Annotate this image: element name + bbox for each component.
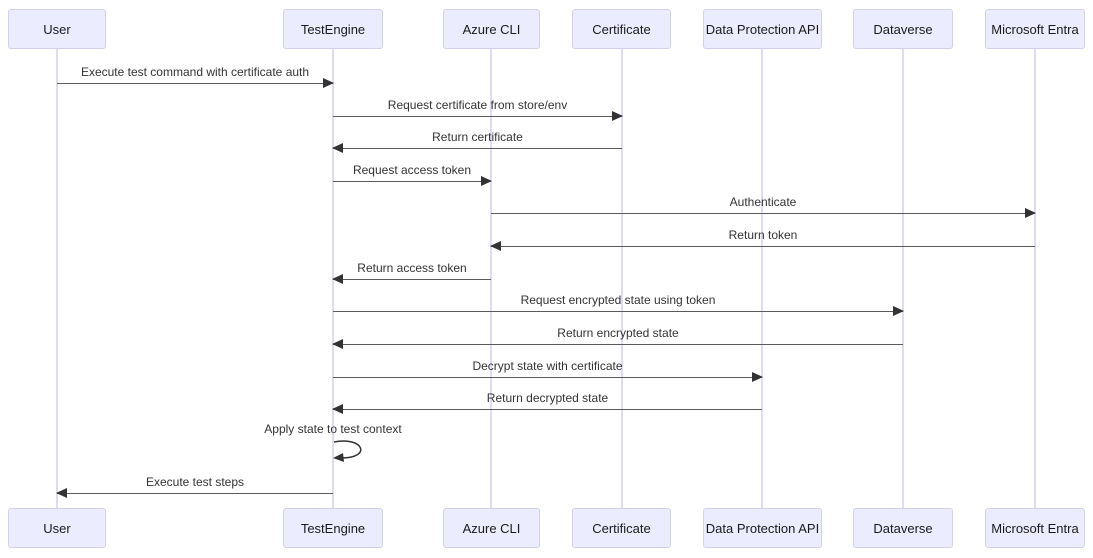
message-label: Return token [728, 228, 798, 242]
actor-label: TestEngine [300, 21, 366, 37]
arrow-line [491, 212, 1035, 214]
arrow-line [333, 147, 622, 149]
actor-label: Certificate [592, 520, 651, 536]
arrowhead-left-icon [490, 241, 501, 251]
arrow-line [333, 115, 622, 117]
actor-top-azure-cli: Azure CLI [443, 9, 540, 49]
actor-label: User [43, 520, 71, 536]
message-return-encrypted-state: Return encrypted state [332, 322, 903, 349]
arrowhead-left-icon [56, 488, 67, 498]
actor-bottom-user: User [8, 508, 106, 548]
arrow-line [333, 180, 491, 182]
arrow-line [333, 343, 903, 345]
arrowhead-right-icon [481, 176, 492, 186]
actor-label: Microsoft Entra [991, 21, 1079, 37]
lifeline-data-protection-api [761, 49, 763, 509]
arrowhead-right-icon [323, 78, 334, 88]
arrow-line [333, 278, 491, 280]
actor-label: Azure CLI [462, 520, 521, 536]
message-label: Return encrypted state [557, 326, 679, 340]
self-loop-arrow-icon [333, 440, 362, 462]
actor-top-microsoft-entra: Microsoft Entra [985, 9, 1085, 49]
message-label: Request encrypted state using token [520, 293, 716, 307]
message-label: Request access token [352, 163, 472, 177]
actor-label: Data Protection API [705, 21, 820, 37]
actor-bottom-dataverse: Dataverse [853, 508, 953, 548]
arrow-line [491, 245, 1035, 247]
arrow-line [57, 492, 333, 494]
message-label: Return decrypted state [486, 391, 609, 405]
message-label: Request certificate from store/env [387, 98, 568, 112]
arrowhead-left-icon [332, 143, 343, 153]
arrowhead-left-icon [332, 404, 343, 414]
arrowhead-left-icon [332, 339, 343, 349]
actor-label: Dataverse [873, 520, 933, 536]
actor-label: Certificate [592, 21, 651, 37]
actor-bottom-certificate: Certificate [572, 508, 671, 548]
message-return-token: Return token [490, 224, 1035, 251]
message-request-certificate: Request certificate from store/env [333, 94, 623, 121]
message-label: Return access token [357, 261, 467, 275]
arrow-line [333, 376, 762, 378]
actor-label: User [43, 21, 71, 37]
actor-top-testengine: TestEngine [283, 9, 383, 49]
actor-top-data-protection-api: Data Protection API [703, 9, 822, 49]
message-label: Execute test command with certificate au… [80, 65, 310, 79]
message-label: Authenticate [729, 195, 797, 209]
message-return-certificate: Return certificate [332, 126, 622, 153]
actor-bottom-data-protection-api: Data Protection API [703, 508, 822, 548]
arrow-line [333, 408, 762, 410]
message-return-decrypted-state: Return decrypted state [332, 387, 762, 414]
message-request-access-token: Request access token [333, 159, 492, 186]
message-label: Execute test steps [145, 475, 245, 489]
lifeline-certificate [621, 49, 623, 509]
message-label: Decrypt state with certificate [472, 359, 623, 373]
arrow-line [333, 310, 903, 312]
actor-label: Data Protection API [705, 520, 820, 536]
actor-bottom-microsoft-entra: Microsoft Entra [985, 508, 1085, 548]
arrow-line [57, 82, 333, 84]
actor-label: TestEngine [300, 520, 366, 536]
lifeline-dataverse [902, 49, 904, 509]
arrowhead-right-icon [1025, 208, 1036, 218]
actor-label: Microsoft Entra [991, 520, 1079, 536]
actor-bottom-testengine: TestEngine [283, 508, 383, 548]
message-execute-test-steps: Execute test steps [56, 471, 333, 498]
message-apply-state-label: Apply state to test context [264, 422, 402, 436]
actor-bottom-azure-cli: Azure CLI [443, 508, 540, 548]
lifeline-microsoft-entra [1034, 49, 1036, 509]
actor-label: Dataverse [873, 21, 933, 37]
arrowhead-right-icon [612, 111, 623, 121]
message-label: Return certificate [432, 130, 523, 144]
message-return-access-token: Return access token [332, 257, 491, 284]
message-execute-test-command: Execute test command with certificate au… [57, 61, 334, 88]
message-request-encrypted-state: Request encrypted state using token [333, 289, 904, 316]
actor-label: Azure CLI [462, 21, 521, 37]
actor-top-dataverse: Dataverse [853, 9, 953, 49]
lifeline-azure-cli [490, 49, 492, 509]
message-decrypt-state: Decrypt state with certificate [333, 355, 763, 382]
actor-top-user: User [8, 9, 106, 49]
arrowhead-right-icon [893, 306, 904, 316]
lifeline-user [56, 49, 58, 509]
arrowhead-right-icon [752, 372, 763, 382]
actor-top-certificate: Certificate [572, 9, 671, 49]
message-authenticate: Authenticate [491, 191, 1036, 218]
arrowhead-left-icon [332, 274, 343, 284]
